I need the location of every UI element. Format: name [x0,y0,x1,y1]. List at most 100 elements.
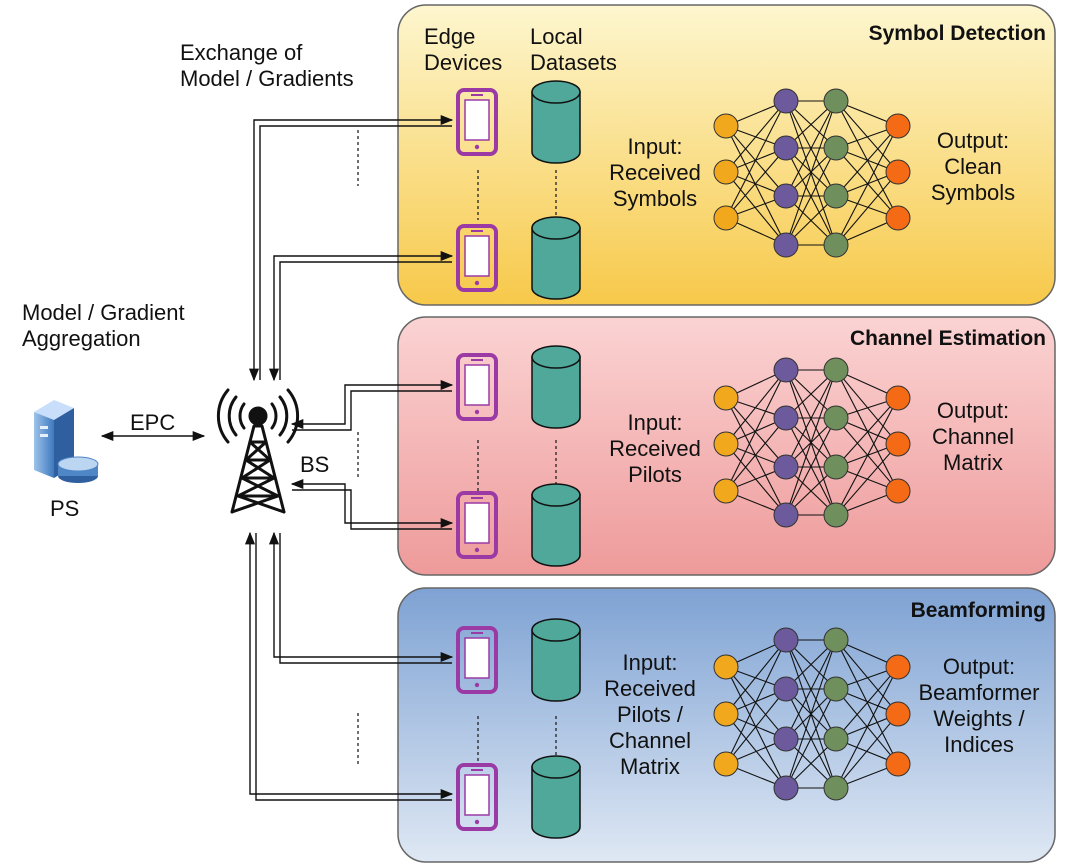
nn-edge [835,125,899,197]
nn-node-input [713,385,739,411]
nn-edge [835,666,899,740]
nn-node-hidden2 [823,502,849,528]
nn-node-hidden2 [823,232,849,258]
nn-node-hidden1 [773,676,799,702]
nn-node-hidden1 [773,502,799,528]
nn-node-hidden1 [773,726,799,752]
nn-node-output [885,159,911,185]
nn-edge [785,100,837,197]
link-mid-device-b-outer [290,478,454,529]
link-bottom-device-b-outer [244,531,454,800]
epc-label: EPC [130,410,176,435]
nn-edge [725,639,787,765]
nn-edge [835,125,899,246]
nn-edge [835,397,899,468]
base-station-tower-icon [216,388,300,514]
nn-node-hidden2 [823,676,849,702]
nn-edge [725,397,787,468]
nn-edge [725,666,787,789]
nn-node-hidden1 [773,88,799,114]
nn-node-output [885,113,911,139]
nn-edge [785,639,837,740]
nn-edge [725,125,787,197]
input-label-symbol-detection: Input: Received Symbols [609,134,701,211]
bs-label: BS [300,452,330,477]
nn-node-hidden1 [773,183,799,209]
nn-edge [835,171,899,246]
nn-edge [725,369,787,445]
nn-node-hidden2 [823,135,849,161]
nn-node-hidden2 [823,357,849,383]
nn-edge [725,369,787,492]
panel-title-symbol-detection: Symbol Detection [868,22,1046,45]
dataset-cylinder-icon [531,483,581,567]
nn-edge [725,688,787,765]
nn-node-input [713,654,739,680]
nn-node-output [885,701,911,727]
edge-devices-heading: Edge Devices [424,24,503,75]
link-bottom-device-b-inner [255,533,452,801]
nn-node-hidden1 [773,357,799,383]
nn-node-input [713,205,739,231]
nn-edge [835,369,899,445]
nn-edge [835,397,899,516]
smartphone-icon [456,224,498,292]
nn-node-hidden2 [823,88,849,114]
nn-edge [835,147,899,219]
output-label-symbol-detection: Output: Clean Symbols [930,128,1016,205]
nn-node-input [713,431,739,457]
nn-node-output [885,654,911,680]
nn-edge [725,125,787,246]
nn-node-output [885,431,911,457]
link-mid-device-a-inner [292,390,452,431]
smartphone-icon [456,88,498,156]
link-top-device-outer [248,114,454,382]
nn-node-hidden1 [773,405,799,431]
output-label-beamforming: Output: Beamformer Weights / Indices [918,654,1040,757]
input-label-channel-estimation: Input: Received Pilots [609,410,701,487]
nn-node-hidden1 [773,232,799,258]
link-second-device-outer [268,250,454,382]
nn-edge [725,417,787,492]
nn-node-input [713,751,739,777]
nn-edge [785,369,837,516]
nn-node-hidden1 [773,775,799,801]
neural-network-1 [713,357,911,528]
panel-title-beamforming: Beamforming [910,599,1046,622]
nn-node-output [885,478,911,504]
nn-node-output [885,385,911,411]
nn-edge [725,100,787,173]
nn-node-hidden1 [773,135,799,161]
nn-node-input [713,159,739,185]
nn-edge [835,666,899,789]
nn-edge [835,417,899,492]
nn-edge [725,397,787,516]
nn-edge [785,688,837,789]
nn-node-hidden2 [823,183,849,209]
nn-node-input [713,113,739,139]
nn-node-hidden2 [823,405,849,431]
ps-label: PS [50,496,80,521]
nn-edge [785,417,837,516]
nn-edge [785,639,837,789]
aggregation-label: Model / Gradient Aggregation [22,300,185,351]
nn-node-hidden2 [823,454,849,480]
smartphone-icon [456,353,498,421]
nn-node-output [885,751,911,777]
server-icon [34,400,99,483]
connection-arrows [100,114,454,801]
link-second-device-inner [279,261,452,380]
nn-node-hidden1 [773,454,799,480]
dataset-cylinder-icon [531,80,581,164]
neural-network-0 [713,88,911,258]
nn-edge [725,639,787,715]
nn-node-hidden2 [823,627,849,653]
smartphone-icon [456,626,498,694]
nn-edge [835,713,899,789]
nn-edge [725,147,787,219]
input-label-beamforming: Input: Received Pilots / Channel Matrix [604,650,696,779]
nn-node-hidden2 [823,726,849,752]
exchange-label: Exchange of Model / Gradients [180,40,354,91]
link-mid-device-a-outer [290,379,454,430]
